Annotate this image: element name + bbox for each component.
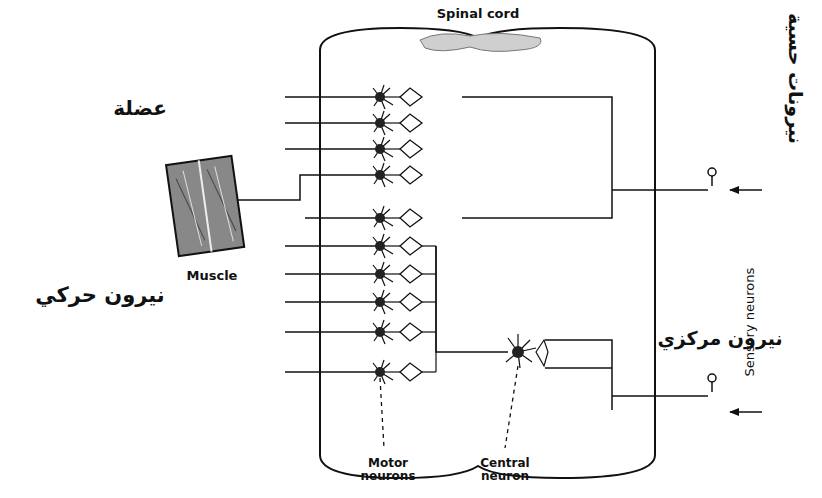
title-label: Spinal cord xyxy=(437,7,520,21)
interneuron-branch xyxy=(422,301,436,302)
synapse-loop xyxy=(400,265,422,283)
cell-body xyxy=(375,92,385,102)
synapse-loop xyxy=(400,166,422,184)
arabic-label: نيرونات حسية xyxy=(785,13,806,144)
motor-axon xyxy=(285,273,376,275)
part-label: Sensory neurons xyxy=(743,268,757,377)
motor-axon xyxy=(305,217,376,219)
motor-axon xyxy=(285,122,376,124)
part-label: Central neuron xyxy=(470,457,540,483)
synapse-loop xyxy=(400,114,422,132)
cell-body xyxy=(375,144,385,154)
cord-right xyxy=(654,50,656,455)
motor-axon xyxy=(285,245,376,247)
motor-axon xyxy=(285,301,376,303)
synapse-loop xyxy=(400,140,422,158)
ganglion-stalk xyxy=(711,176,713,186)
grey-matter xyxy=(420,33,541,51)
interneuron-axon xyxy=(436,246,508,352)
interneuron-branch xyxy=(422,371,436,372)
synapse-loop xyxy=(400,323,422,341)
synapse-loop xyxy=(400,88,422,106)
stimulus-arrow xyxy=(730,189,762,191)
synapse-loop xyxy=(400,363,422,381)
part-label: Muscle xyxy=(187,269,238,283)
synapse-loop xyxy=(400,237,422,255)
ganglion xyxy=(708,168,716,176)
leader-line xyxy=(380,378,384,448)
sensory-axon xyxy=(612,395,708,397)
sensory-branch xyxy=(545,367,612,369)
sensory-axon xyxy=(612,189,708,191)
ganglion-stalk xyxy=(711,382,713,392)
sensory-branch xyxy=(545,340,612,410)
motor-axon xyxy=(285,96,376,98)
synapse-loop xyxy=(400,209,422,227)
interneuron-branch xyxy=(422,245,436,246)
motor-axon xyxy=(285,331,376,333)
cell-body xyxy=(375,297,385,307)
motor-axon xyxy=(285,148,376,150)
synapse-loop xyxy=(400,293,422,311)
arabic-label: نيرون مركزي xyxy=(657,328,782,349)
interneuron-branch xyxy=(422,273,436,274)
cord-left xyxy=(319,50,321,455)
cell-body xyxy=(375,241,385,251)
cell-body xyxy=(375,327,385,337)
stimulus-arrow xyxy=(730,411,762,413)
cell-body xyxy=(375,269,385,279)
interneuron-branch xyxy=(422,331,436,332)
central-cell-body xyxy=(512,346,524,358)
muscle-nerve xyxy=(238,175,376,200)
cell-body xyxy=(375,367,385,377)
ganglion xyxy=(708,374,716,382)
cell-body xyxy=(375,118,385,128)
arabic-label: عضلة xyxy=(113,97,167,119)
cell-body xyxy=(375,213,385,223)
arabic-label: نيرون حركي xyxy=(35,284,164,307)
synapse-loop xyxy=(536,340,548,366)
muscle-figure xyxy=(166,156,244,256)
part-label: Motor neurons xyxy=(353,457,423,483)
cell-body xyxy=(375,170,385,180)
motor-axon xyxy=(285,371,376,373)
interneuron-branch xyxy=(435,246,436,372)
leader-line xyxy=(505,366,518,448)
sensory-branch xyxy=(462,97,612,218)
